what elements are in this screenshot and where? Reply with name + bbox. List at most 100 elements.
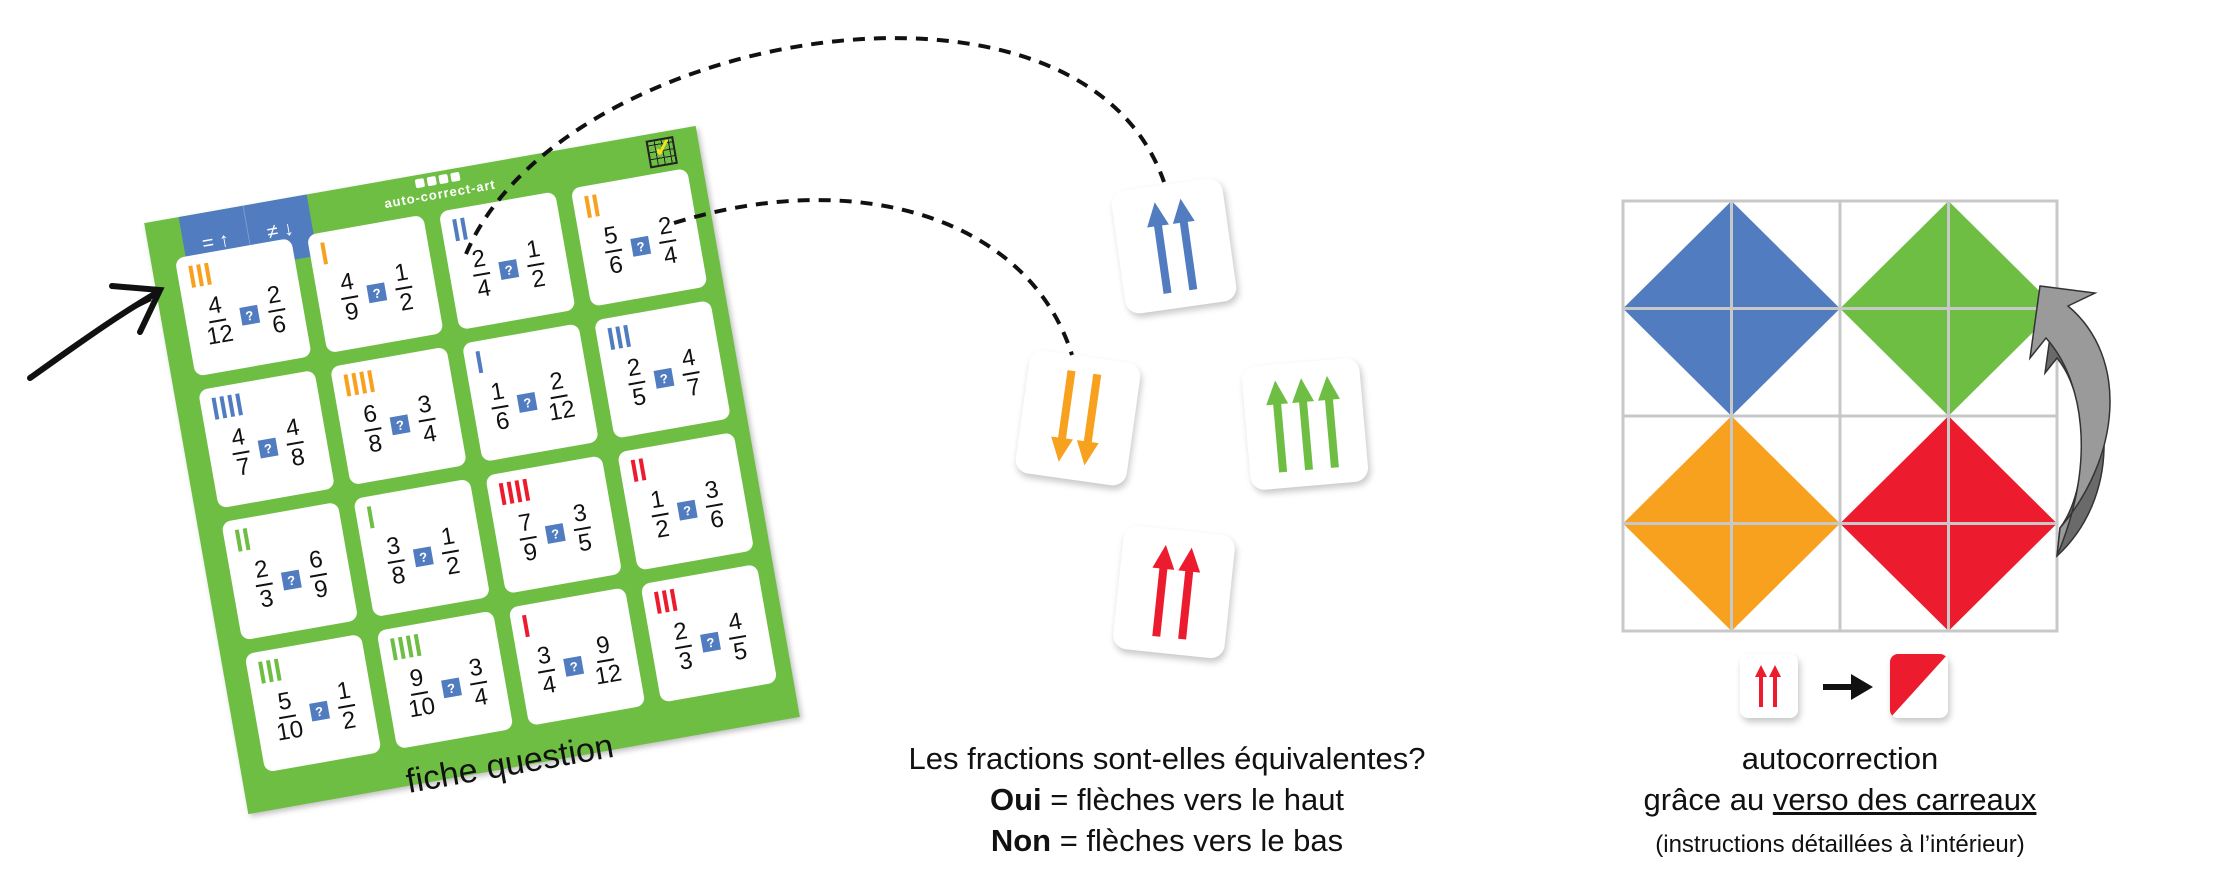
tally-marks <box>188 262 212 288</box>
tally-mark <box>607 327 616 350</box>
denominator: 4 <box>661 241 680 271</box>
question-mark-box[interactable]: ? <box>412 546 434 568</box>
question-mark-box[interactable]: ? <box>389 414 411 436</box>
arrow-mark <box>1152 544 1175 637</box>
tally-mark <box>234 529 243 552</box>
tally-mark <box>669 588 678 612</box>
question-mark-box[interactable]: ? <box>366 282 388 304</box>
denominator: 10 <box>406 692 438 724</box>
up-arrows-icon <box>1266 375 1340 473</box>
question-mark-box[interactable]: ? <box>257 437 279 459</box>
up-arrows-icon <box>1147 198 1198 294</box>
question-mark-box[interactable]: ? <box>516 391 538 413</box>
tally-mark <box>242 528 251 551</box>
question-mark-box[interactable]: ? <box>280 569 302 591</box>
denominator: 7 <box>234 452 253 482</box>
answer-tile-blue-up[interactable] <box>1109 176 1239 316</box>
answer-tile-green-up[interactable] <box>1240 357 1370 491</box>
tally-marks <box>522 614 530 638</box>
question-mark-box[interactable]: ? <box>498 259 520 280</box>
numerator: 2 <box>670 617 692 650</box>
question-mark-box[interactable]: ? <box>676 499 698 521</box>
down-arrows-icon <box>1051 370 1102 466</box>
tally-mark <box>196 264 204 287</box>
question-mark-box[interactable]: ? <box>440 677 462 699</box>
arrow-mark <box>1147 202 1172 294</box>
tally-mark <box>522 478 531 502</box>
tally-marks <box>584 194 600 219</box>
yes-label: Oui <box>989 782 1042 817</box>
tally-mark <box>514 480 523 503</box>
arrow-mark <box>1172 198 1198 291</box>
tally-mark <box>204 262 212 286</box>
denominator: 4 <box>540 670 559 700</box>
tally-mark <box>475 350 484 374</box>
denominator: 5 <box>576 528 594 558</box>
question-mark-box[interactable]: ? <box>563 655 585 677</box>
instructions-text: Les fractions sont-elles équivalentes? O… <box>817 738 1517 861</box>
question-mark-box[interactable]: ? <box>544 523 566 544</box>
question-mark-box[interactable]: ? <box>308 700 330 722</box>
numerator: 3 <box>533 641 556 674</box>
tally-mark <box>219 396 228 419</box>
question-mark-box[interactable]: ? <box>653 367 675 389</box>
tally-marks <box>258 658 282 684</box>
tally-mark <box>235 393 243 416</box>
denominator: 12 <box>592 659 624 691</box>
grid-lines <box>1621 199 2059 633</box>
numerator: 3 <box>465 653 488 686</box>
denominator: 6 <box>493 406 512 436</box>
verso-link[interactable]: verso des carreaux <box>1772 782 2037 817</box>
tally-mark <box>227 394 236 418</box>
numerator: 5 <box>600 221 623 254</box>
tally-mark <box>615 326 624 349</box>
answer-tile-orange-down[interactable] <box>1013 348 1143 488</box>
question-mark-box[interactable]: ? <box>239 304 260 326</box>
question-mark-box[interactable]: ? <box>630 235 652 257</box>
answer-tile-red-up[interactable] <box>1111 524 1237 660</box>
autocorrection-text: autocorrection grâce au verso des carrea… <box>1540 738 2140 860</box>
tally-mark <box>522 614 530 638</box>
question-mark-box[interactable]: ? <box>700 631 721 653</box>
arrow-mark <box>1051 370 1076 462</box>
numerator: 1 <box>390 258 413 291</box>
tally-marks <box>390 633 422 661</box>
tally-marks <box>366 506 375 529</box>
numerator: 9 <box>406 664 429 697</box>
numerator: 2 <box>654 212 677 244</box>
denominator: 2 <box>397 287 416 317</box>
tally-mark <box>623 324 631 348</box>
